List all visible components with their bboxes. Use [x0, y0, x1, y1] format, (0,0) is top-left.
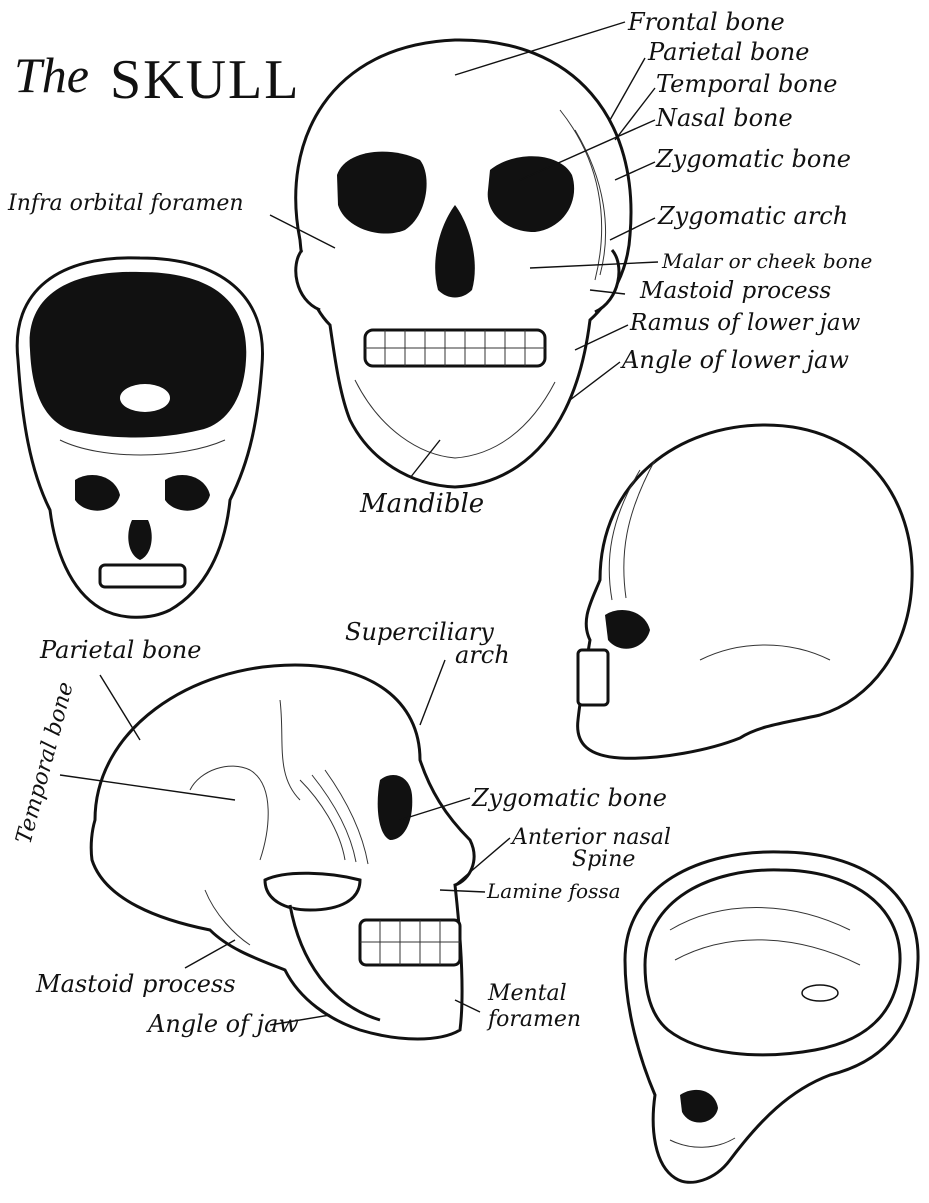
left-orbit — [337, 152, 427, 234]
skull-side-view-small-illustration — [578, 425, 913, 758]
label-angle-lower-jaw: Angle of lower jaw — [620, 346, 849, 374]
front-skull-illustration — [296, 40, 631, 487]
label-mandible: Mandible — [359, 489, 484, 519]
label-malar-bone: Malar or cheek bone — [661, 249, 872, 273]
label-zygomatic-arch: Zygomatic arch — [657, 202, 848, 230]
skull-cut-cranium-illustration — [625, 852, 918, 1182]
label-mental-2: foramen — [486, 1007, 581, 1032]
label-parietal-bone: Parietal bone — [647, 38, 809, 66]
label-side-parietal-bone: Parietal bone — [39, 636, 201, 664]
title-prefix: The — [14, 47, 89, 103]
label-mastoid-process-front: Mastoid process — [639, 278, 831, 304]
label-mental-1: Mental — [487, 981, 567, 1006]
label-superciliary-2: arch — [455, 641, 510, 669]
label-lamine-fossa: Lamine fossa — [486, 879, 621, 903]
label-zygomatic-bone: Zygomatic bone — [655, 145, 851, 173]
top-view-cavity — [30, 272, 247, 438]
label-frontal-bone: Frontal bone — [627, 8, 785, 36]
label-infra-orbital-foramen: Infra orbital foramen — [7, 191, 244, 216]
label-ramus-lower-jaw: Ramus of lower jaw — [629, 310, 861, 336]
label-temporal-bone: Temporal bone — [656, 70, 837, 98]
title-main: SKULL — [110, 49, 300, 111]
label-side-mastoid-process: Mastoid process — [35, 970, 236, 998]
skull-top-view-illustration — [17, 258, 262, 617]
label-angle-of-jaw: Angle of jaw — [146, 1010, 299, 1038]
label-side-temporal-bone: Temporal bone — [12, 679, 79, 846]
label-side-zygomatic-bone: Zygomatic bone — [471, 784, 667, 812]
label-anterior-nasal-2: Spine — [572, 847, 635, 872]
label-nasal-bone: Nasal bone — [655, 104, 793, 132]
